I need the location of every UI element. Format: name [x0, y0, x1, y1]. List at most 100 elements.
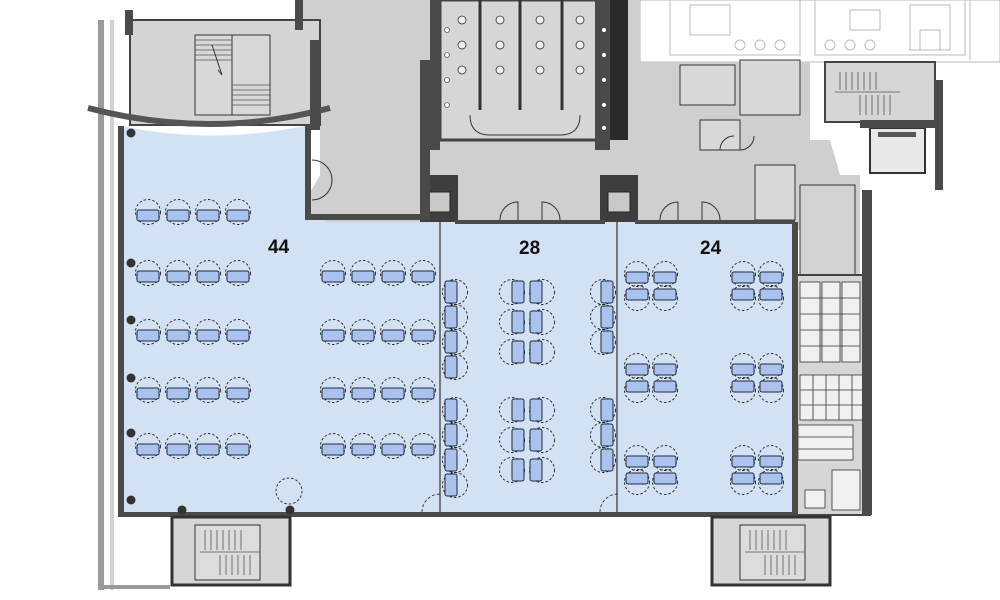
seat [730, 445, 756, 471]
seat [730, 469, 756, 495]
seat [590, 422, 616, 448]
seat [442, 472, 468, 498]
seat [165, 377, 191, 403]
seat [135, 319, 161, 345]
seat [350, 377, 376, 403]
seat [590, 304, 616, 330]
seat [135, 199, 161, 225]
seat [195, 260, 221, 286]
stairs-icon [200, 530, 260, 575]
seat [225, 433, 251, 459]
seat [225, 319, 251, 345]
seat [624, 469, 650, 495]
seat [758, 469, 784, 495]
seat [652, 377, 678, 403]
seat [195, 319, 221, 345]
storage-area-east [794, 190, 872, 516]
room-24-capacity-label: 24 [700, 238, 722, 259]
seat [652, 469, 678, 495]
seat [499, 339, 525, 365]
seat [195, 377, 221, 403]
seat [529, 339, 555, 365]
seat [624, 377, 650, 403]
seat [410, 433, 436, 459]
seating-layout [135, 199, 784, 498]
seat [442, 329, 468, 355]
seat [165, 319, 191, 345]
seat [380, 433, 406, 459]
seat [758, 261, 784, 287]
stairs-icon [745, 530, 805, 575]
restroom-block [430, 0, 628, 150]
seat [320, 260, 346, 286]
seat [499, 457, 525, 483]
seat [652, 353, 678, 379]
seat [380, 319, 406, 345]
seat [529, 457, 555, 483]
seat [225, 260, 251, 286]
stairs-icon [835, 72, 900, 115]
classroom-zone [122, 126, 795, 513]
seat [758, 285, 784, 311]
seat [442, 279, 468, 305]
stair-northeast [824, 61, 943, 190]
seat [499, 309, 525, 335]
seat [652, 445, 678, 471]
door-swing-icon [311, 135, 755, 221]
seat [529, 397, 555, 423]
seat [320, 319, 346, 345]
seat [135, 260, 161, 286]
column-icon [126, 128, 295, 515]
seat [165, 433, 191, 459]
seat [195, 433, 221, 459]
seat [758, 377, 784, 403]
stair-southwest [170, 515, 292, 587]
toilet-icon [457, 15, 585, 75]
seat [225, 377, 251, 403]
seat [350, 260, 376, 286]
seat [499, 397, 525, 423]
seat [320, 433, 346, 459]
seat [624, 445, 650, 471]
stair-northwest [129, 19, 321, 126]
seat [165, 260, 191, 286]
seat [165, 199, 191, 225]
seat [624, 261, 650, 287]
seat [624, 353, 650, 379]
seat [529, 279, 555, 305]
seat [135, 377, 161, 403]
seat [758, 353, 784, 379]
seat [590, 329, 616, 355]
seat [380, 377, 406, 403]
stairs-icon [195, 35, 270, 115]
seat [652, 261, 678, 287]
room-44-capacity-label: 44 [268, 237, 290, 258]
lectern-marker [275, 477, 303, 505]
seat [320, 377, 346, 403]
seat [529, 427, 555, 453]
seat [730, 377, 756, 403]
seat [410, 319, 436, 345]
seat [350, 433, 376, 459]
seat [135, 433, 161, 459]
seat [529, 309, 555, 335]
exterior-wall-west [87, 0, 331, 590]
seat [350, 319, 376, 345]
seat [624, 285, 650, 311]
seat [195, 199, 221, 225]
room-28-capacity-label: 28 [519, 238, 540, 259]
seat [225, 199, 251, 225]
seat [499, 427, 525, 453]
seat [380, 260, 406, 286]
stair-southeast [710, 515, 832, 587]
seat [499, 279, 525, 305]
seat [410, 260, 436, 286]
seat [442, 422, 468, 448]
seat [730, 261, 756, 287]
adjacent-building-outline [639, 0, 1000, 63]
seat [730, 353, 756, 379]
seat [590, 447, 616, 473]
partition-door-swings [421, 493, 619, 513]
seat [730, 285, 756, 311]
